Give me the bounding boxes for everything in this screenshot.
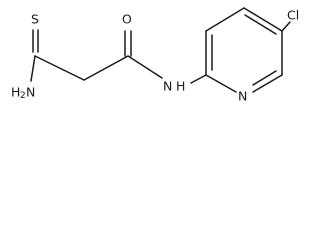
atom-label-amide-h: H [176,79,185,94]
label-layer: S H 2 N O N H N Cl [11,8,299,104]
ring-bond-c3-c4 [205,7,245,32]
bond-c-ch2 [34,55,85,81]
atom-label-s: S [31,12,39,27]
ring-bond-c4-c5 [243,7,283,32]
atom-label-cl: Cl [287,8,299,23]
bond-c-cl [281,21,291,32]
ring-bond-c6-n1 [252,74,283,93]
bond-layer [30,7,291,93]
atom-label-amine-n: N [26,85,35,100]
bond-c-nh2 [30,55,36,82]
atom-label-pyridine-n: N [238,89,247,104]
bond-nh-ring [190,74,207,84]
atom-label-amine-subscript: 2 [20,91,26,101]
ring-bond-n1-c2 [205,74,237,93]
ring-inner-bond-c6-n1 [252,70,277,86]
bond-carbonyl-nh [127,55,163,79]
ring-inner-bond-c4-c5 [244,14,277,35]
atom-label-amine-h: H [11,85,20,100]
structure-diagram: S H 2 N O N H N Cl [11,7,299,104]
atom-label-o: O [122,12,132,27]
atom-label-amide-n: N [163,79,172,94]
bond-ch2-carbonyl [83,55,129,81]
